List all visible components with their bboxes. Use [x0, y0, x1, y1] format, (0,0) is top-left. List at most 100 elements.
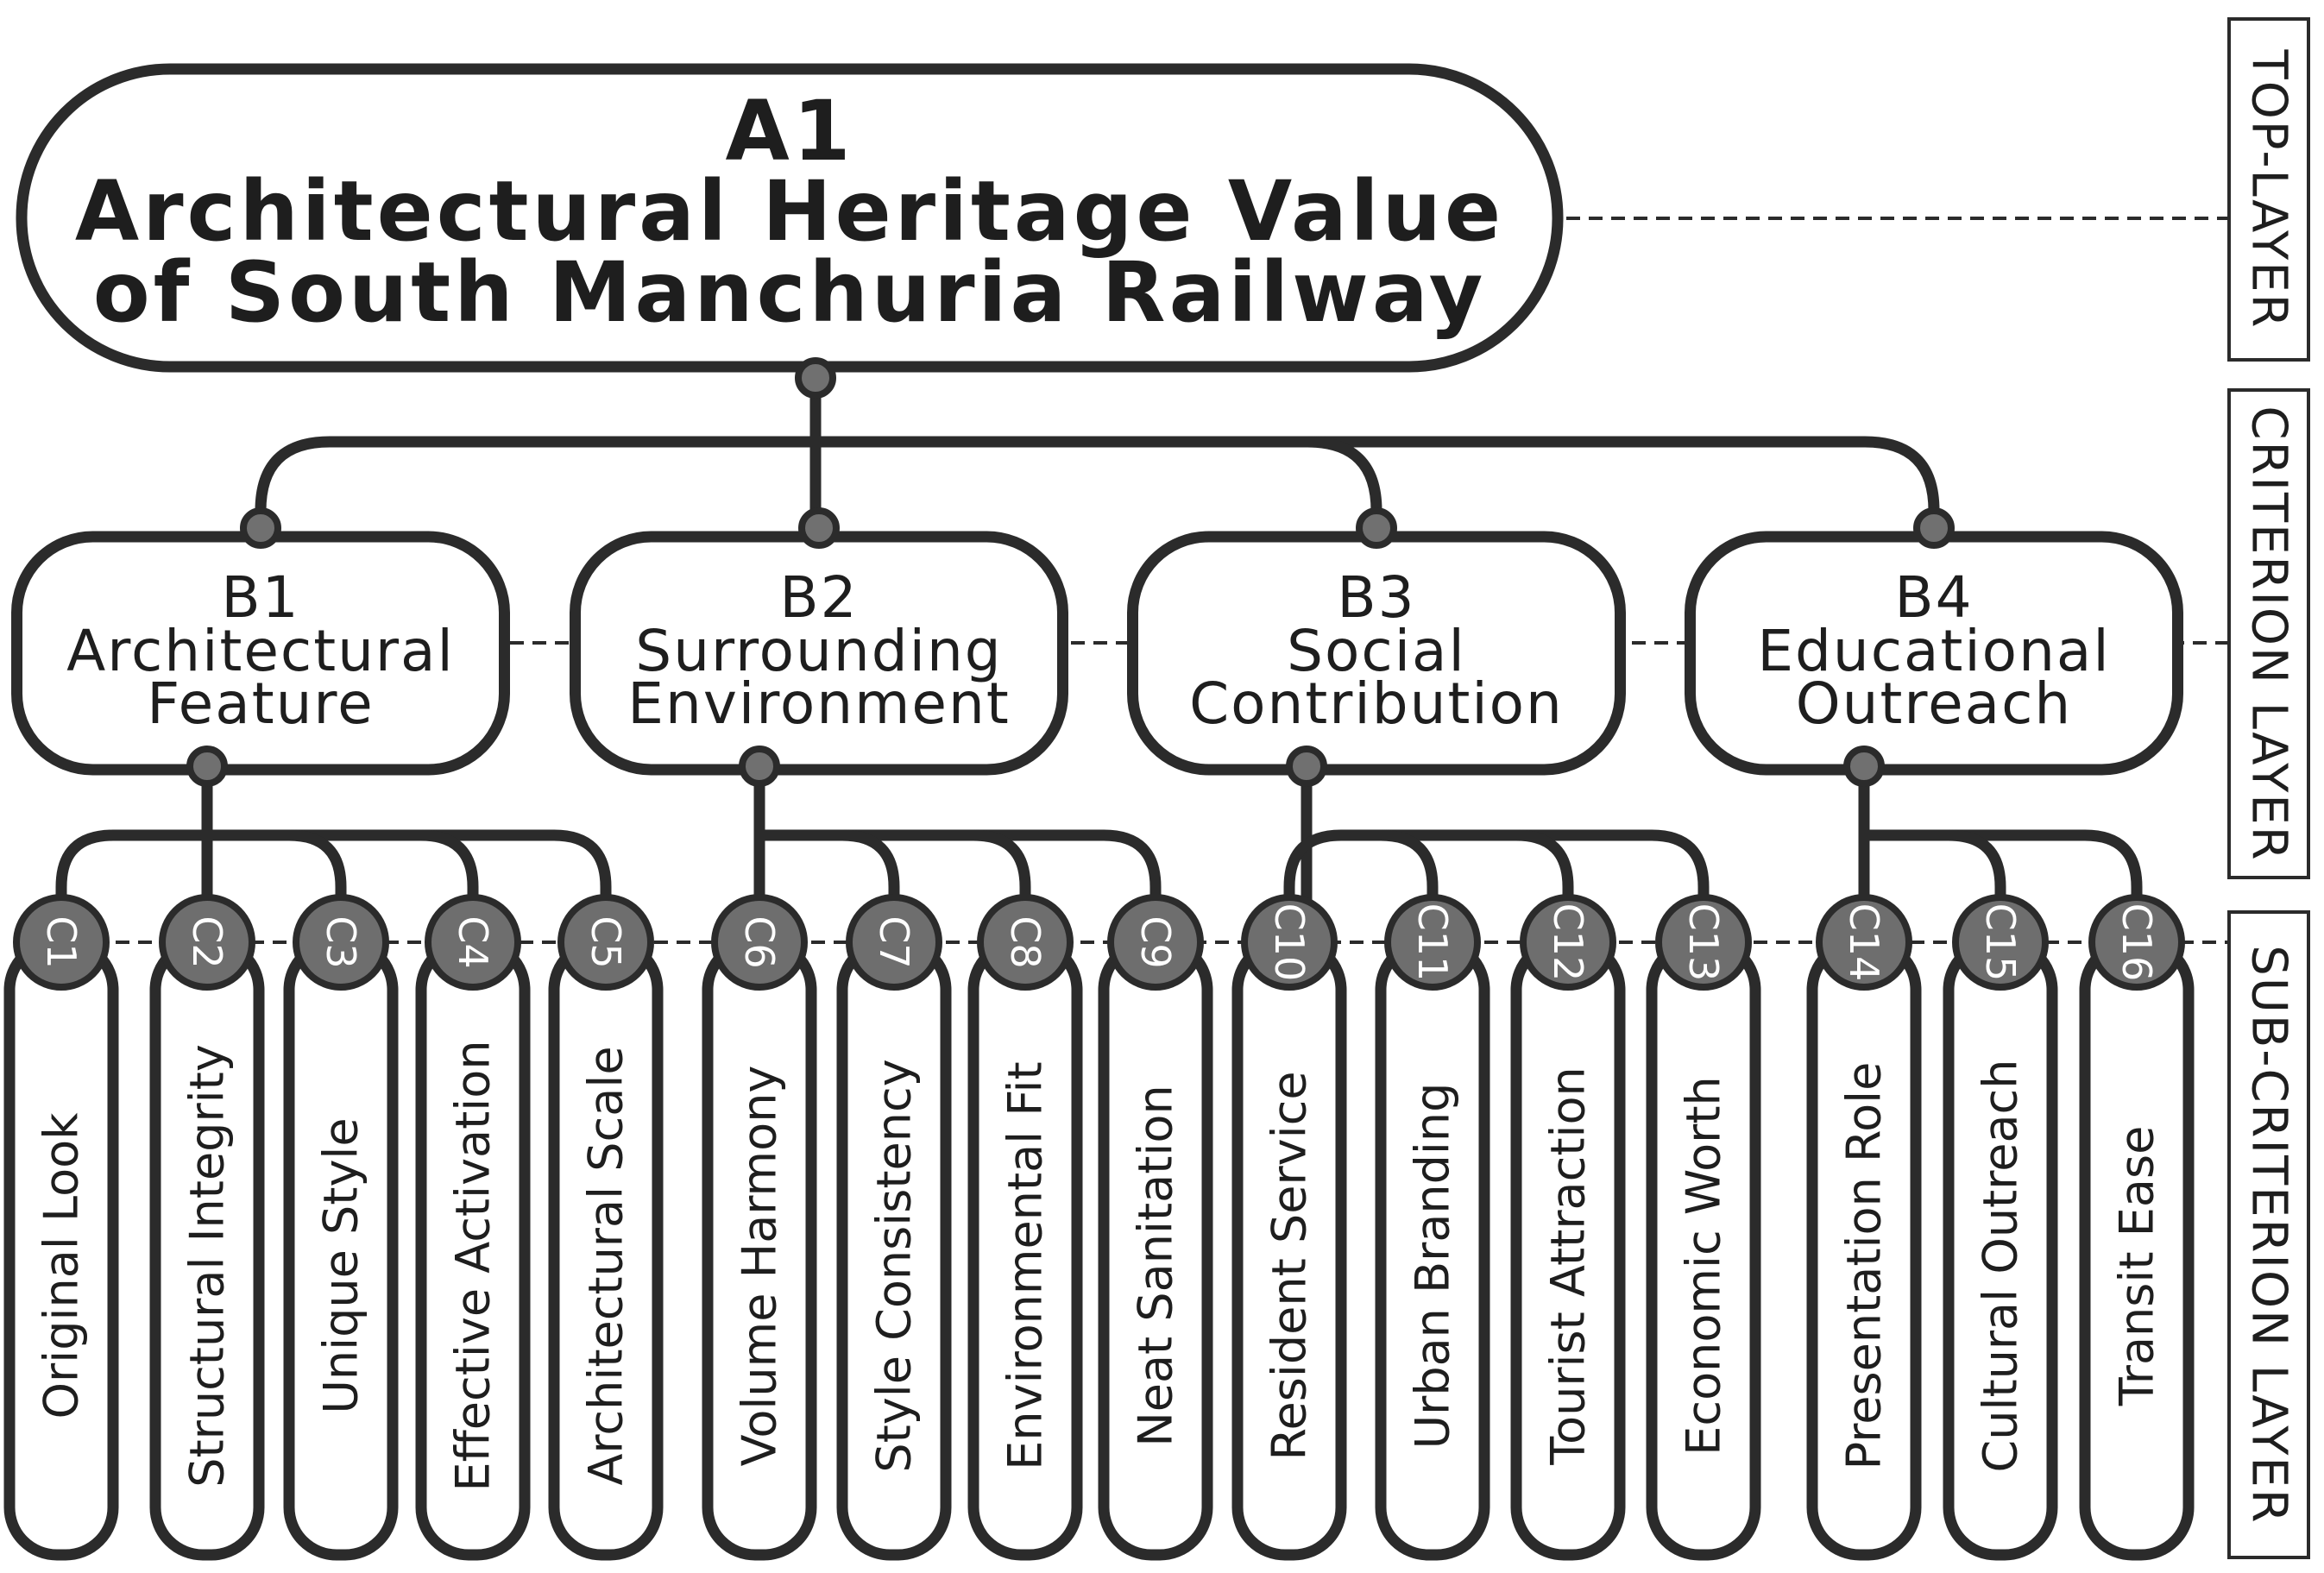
- subcriterion-code: C4: [450, 915, 496, 968]
- subcriterion-node-c8[interactable]: Environmental Fit C8: [967, 894, 1083, 1561]
- subcriterion-code: C16: [2113, 903, 2160, 982]
- criterion-bottom-dot-b4: [1843, 746, 1885, 787]
- subcriterion-code-circle: [1384, 894, 1481, 991]
- criterion-node-label: Contribution: [1189, 670, 1564, 737]
- criterion-bottom-dot-b1: [186, 746, 228, 787]
- subcriterion-label: Tourist Attraction: [1541, 1066, 1596, 1466]
- criterion-top-dot-b2: [798, 507, 840, 549]
- subcriterion-code-circle: [1952, 894, 2049, 991]
- connector-b1-bus: [55, 829, 612, 942]
- subcriterion-code-circle: [13, 894, 110, 991]
- subcriterion-label: Economic Worth: [1677, 1076, 1731, 1455]
- subcriterion-label: Effective Activation: [446, 1040, 501, 1491]
- subcriterion-label: Volume Harmony: [733, 1066, 787, 1467]
- subcriterion-node-c6[interactable]: Volume Harmony C6: [702, 894, 817, 1561]
- subcriterion-label: Structural Integrity: [180, 1044, 235, 1488]
- subcriterion-code-circle: [159, 894, 255, 991]
- subcriterion-node-c7[interactable]: Style Consistency C7: [836, 894, 952, 1561]
- top-node-title-line1: Architectural Heritage Value: [75, 163, 1504, 260]
- top-node-dot: [795, 357, 836, 399]
- subcriterion-node-c2[interactable]: Structural Integrity C2: [149, 894, 265, 1561]
- subcriterion-code-circle: [425, 894, 521, 991]
- subcriterion-label: Style Consistency: [867, 1059, 922, 1472]
- subcriterion-code: C10: [1266, 903, 1313, 982]
- criterion-node-code: B3: [1337, 564, 1415, 631]
- subcriterion-label: Unique Style: [314, 1117, 368, 1413]
- criterion-node-label: Surrounding: [635, 618, 1002, 684]
- subcriterion-code: C14: [1841, 903, 1887, 982]
- subcriterion-code: C6: [736, 915, 783, 968]
- connector-stem: [420, 829, 479, 942]
- top-node-title-line2: of South Manchuria Railway: [93, 244, 1487, 341]
- subcriterion-label: Presentation Role: [1837, 1062, 1892, 1470]
- criterion-node-label: Outreach: [1796, 670, 2073, 737]
- criterion-bottom-dot-b2: [739, 746, 780, 787]
- subcriterion-label: Environmental Fit: [998, 1061, 1053, 1469]
- connector-b4-bus: [1864, 829, 2143, 942]
- subcriterion-node-c4[interactable]: Effective Activation C4: [415, 894, 531, 1561]
- subcriterion-code-circle: [1655, 894, 1752, 991]
- subcriterion-node-c14[interactable]: Presentation Role C14: [1806, 894, 1922, 1561]
- subcriterion-code: C7: [871, 915, 917, 968]
- subcriterion-code-circle: [977, 894, 1074, 991]
- layer-label-criterion-text: CRITERION LAYER: [2241, 406, 2297, 861]
- top-node-code: A1: [725, 83, 853, 179]
- criterion-top-dot-b3: [1356, 507, 1397, 549]
- subcriterion-code: C8: [1002, 915, 1049, 968]
- connector-lines: [55, 378, 2143, 942]
- subcriterion-code: C12: [1545, 903, 1591, 982]
- layer-label-top-text: TOP-LAYER: [2241, 49, 2297, 330]
- subcriterion-code-circle: [1107, 894, 1204, 991]
- criterion-node-label: Feature: [147, 670, 374, 737]
- subcriterion-label: Original Look: [35, 1112, 89, 1419]
- subcriterion-code: C15: [1977, 903, 2024, 982]
- connector-b2-bus: [759, 829, 1162, 942]
- criterion-node-label: Architectural: [66, 618, 455, 684]
- subcriterion-code: C2: [184, 915, 230, 968]
- connector-a1-b3: [1307, 436, 1382, 528]
- subcriterion-code-circle: [557, 894, 654, 991]
- connector-stem: [841, 829, 900, 942]
- criterion-node-code: B2: [779, 564, 858, 631]
- subcriterion-label: Urban Branding: [1406, 1083, 1460, 1450]
- layer-label-sub-box: [2227, 910, 2310, 1559]
- criterion-top-dot-b4: [1913, 507, 1955, 549]
- criterion-node-label: Environment: [627, 670, 1010, 737]
- subcriterion-label: Cultural Outreach: [1974, 1060, 2028, 1473]
- criterion-node-label: Social: [1287, 618, 1466, 684]
- subcriterion-node-c1[interactable]: Original Look C1: [3, 894, 119, 1561]
- subcriterion-node-c12[interactable]: Tourist Attraction C12: [1510, 894, 1626, 1561]
- criterion-top-dot-b1: [240, 507, 281, 549]
- connector-stem: [973, 829, 1031, 942]
- top-node-a1[interactable]: A1 Architectural Heritage Value of South…: [16, 63, 1564, 373]
- subcriterion-label: Architectural Scale: [579, 1046, 633, 1485]
- criterion-node-code: B1: [221, 564, 299, 631]
- criterion-node-code: B4: [1894, 564, 1973, 631]
- subcriterion-node-c13[interactable]: Economic Worth C13: [1646, 894, 1761, 1561]
- layer-label-top-box: [2227, 17, 2310, 362]
- subcriterion-code-circle: [1241, 894, 1338, 991]
- subcriterion-code: C13: [1680, 903, 1727, 982]
- subcriterion-code: C1: [38, 915, 85, 968]
- subcriterion-code-circle: [1520, 894, 1616, 991]
- layer-label-sub-text: SUB-CRITERION LAYER: [2241, 945, 2297, 1524]
- subcriterion-node-c15[interactable]: Cultural Outreach C15: [1943, 894, 2058, 1561]
- connector-b3-bus: [1283, 829, 1710, 942]
- subcriterion-code-circle: [1816, 894, 1912, 991]
- connection-dots: [186, 357, 1955, 787]
- subcriterion-code-circle: [2088, 894, 2185, 991]
- layer-label-top: TOP-LAYER: [2227, 17, 2310, 362]
- criterion-bottom-dot-b3: [1286, 746, 1327, 787]
